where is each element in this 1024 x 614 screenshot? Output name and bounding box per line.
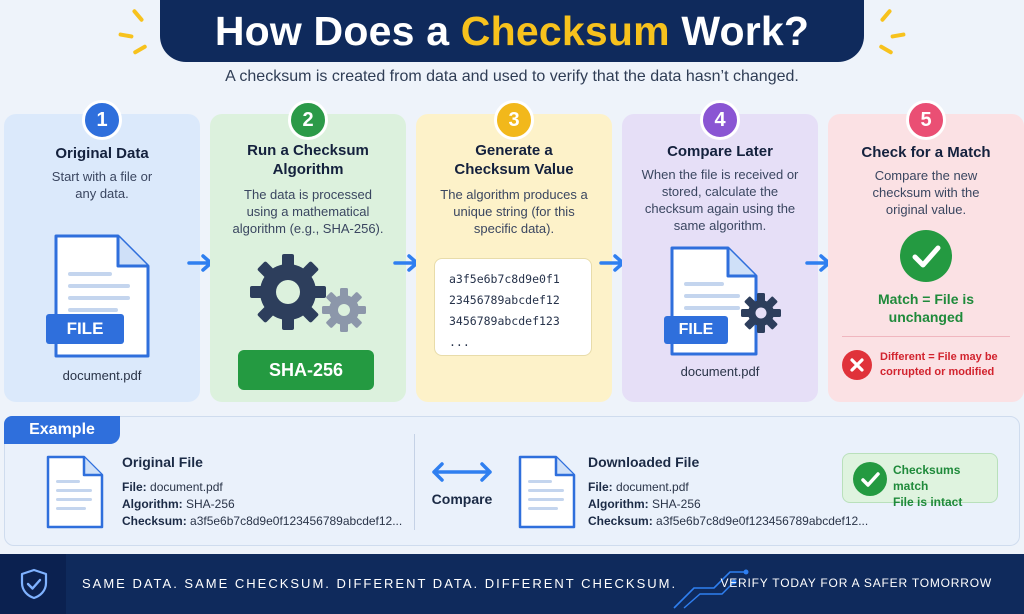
footer-bar: SAME DATA. SAME CHECKSUM. DIFFERENT DATA… [0,554,1024,614]
spark-decoration [118,32,134,39]
spark-decoration [132,44,148,55]
file-label: FILE [46,314,124,344]
footer-tagline: SAME DATA. SAME CHECKSUM. DIFFERENT DATA… [82,576,678,591]
title-banner: How Does a Checksum Work? [160,0,864,62]
step-description: When the file is received or stored, cal… [641,167,799,233]
step-description: The algorithm produces a unique string (… [440,187,588,236]
step-title: Generate a Checksum Value [454,142,574,178]
check-circle-icon [900,230,952,282]
title-highlight: Checksum [460,7,670,54]
step-title: Check for a Match [861,144,991,161]
spark-decoration [878,44,894,55]
file-icon [48,232,156,367]
gear-icon [246,250,376,345]
original-file-name: File: document.pdf [122,480,223,494]
step-description: The data is processed using a mathematic… [232,187,384,236]
step-number: 4 [700,100,740,140]
result-line: Checksums match [893,463,961,493]
circuit-decoration [670,560,750,614]
downloaded-file-name: File: document.pdf [588,480,689,494]
different-text: Different = File may be corrupted or mod… [880,351,998,378]
hash-line: ... [449,335,470,349]
result-box: Checksums match File is intact [842,453,998,509]
step-original-data: 1 Original Data Start with a file or any… [4,100,200,402]
original-file-title: Original File [122,454,203,470]
step-compare-later: 4 Compare Later When the file is receive… [622,100,818,402]
step-description: Start with a file or any data. [51,169,153,201]
downloaded-checksum: Checksum: a3f5e6b7c8d9e0f123456789abcdef… [588,514,869,528]
hash-line: 3456789abcdef123 [449,314,560,328]
file-icon [44,454,106,535]
divider [842,336,1010,337]
page-subtitle: A checksum is created from data and used… [225,68,799,85]
file-label: FILE [664,316,728,344]
file-name: document.pdf [680,364,760,379]
step-number: 3 [494,100,534,140]
hash-line: 23456789abcdef12 [449,293,560,307]
file-name: document.pdf [62,368,142,383]
page-title: How Does a Checksum Work? [215,8,809,55]
original-algorithm: Algorithm: SHA-256 [122,497,235,511]
result-text: Checksums match File is intact [893,462,997,510]
compare-label: Compare [431,491,493,507]
downloaded-file-title: Downloaded File [588,454,700,470]
step-number: 1 [82,100,122,140]
file-icon [516,454,578,535]
step-title: Original Data [55,145,149,162]
title-suffix: Work? [669,7,810,54]
step-check-match: 5 Check for a Match Compare the new chec… [828,100,1024,402]
step-description: Compare the new checksum with the origin… [872,168,980,217]
step-number: 5 [906,100,946,140]
step-title: Run a Checksum Algorithm [247,142,369,178]
x-circle-icon [842,350,872,380]
example-divider [414,434,415,530]
hash-line: a3f5e6b7c8d9e0f1 [449,272,560,286]
downloaded-algorithm: Algorithm: SHA-256 [588,497,701,511]
double-arrow-icon [430,460,494,489]
shield-panel [0,554,66,614]
check-circle-icon [853,462,887,496]
step-run-algorithm: 2 Run a Checksum Algorithm The data is p… [210,100,406,402]
step-title: Compare Later [667,143,773,160]
match-text: Match = File is unchanged [877,291,975,325]
title-prefix: How Does a [214,7,461,54]
step-generate-checksum: 3 Generate a Checksum Value The algorith… [416,100,612,402]
shield-check-icon [20,568,48,605]
sha-256-badge: SHA-256 [238,350,374,390]
footer-cta: VERIFY TODAY FOR A SAFER TOMORROW [720,576,992,590]
step-number: 2 [288,100,328,140]
spark-decoration [879,8,893,23]
spark-decoration [131,8,145,23]
spark-decoration [890,32,906,39]
original-checksum: Checksum: a3f5e6b7c8d9e0f123456789abcdef… [122,514,403,528]
checksum-value-box: a3f5e6b7c8d9e0f1 23456789abcdef12 345678… [434,258,592,356]
example-tag: Example [4,416,120,444]
result-line: File is intact [893,495,963,509]
gear-icon [738,290,784,341]
